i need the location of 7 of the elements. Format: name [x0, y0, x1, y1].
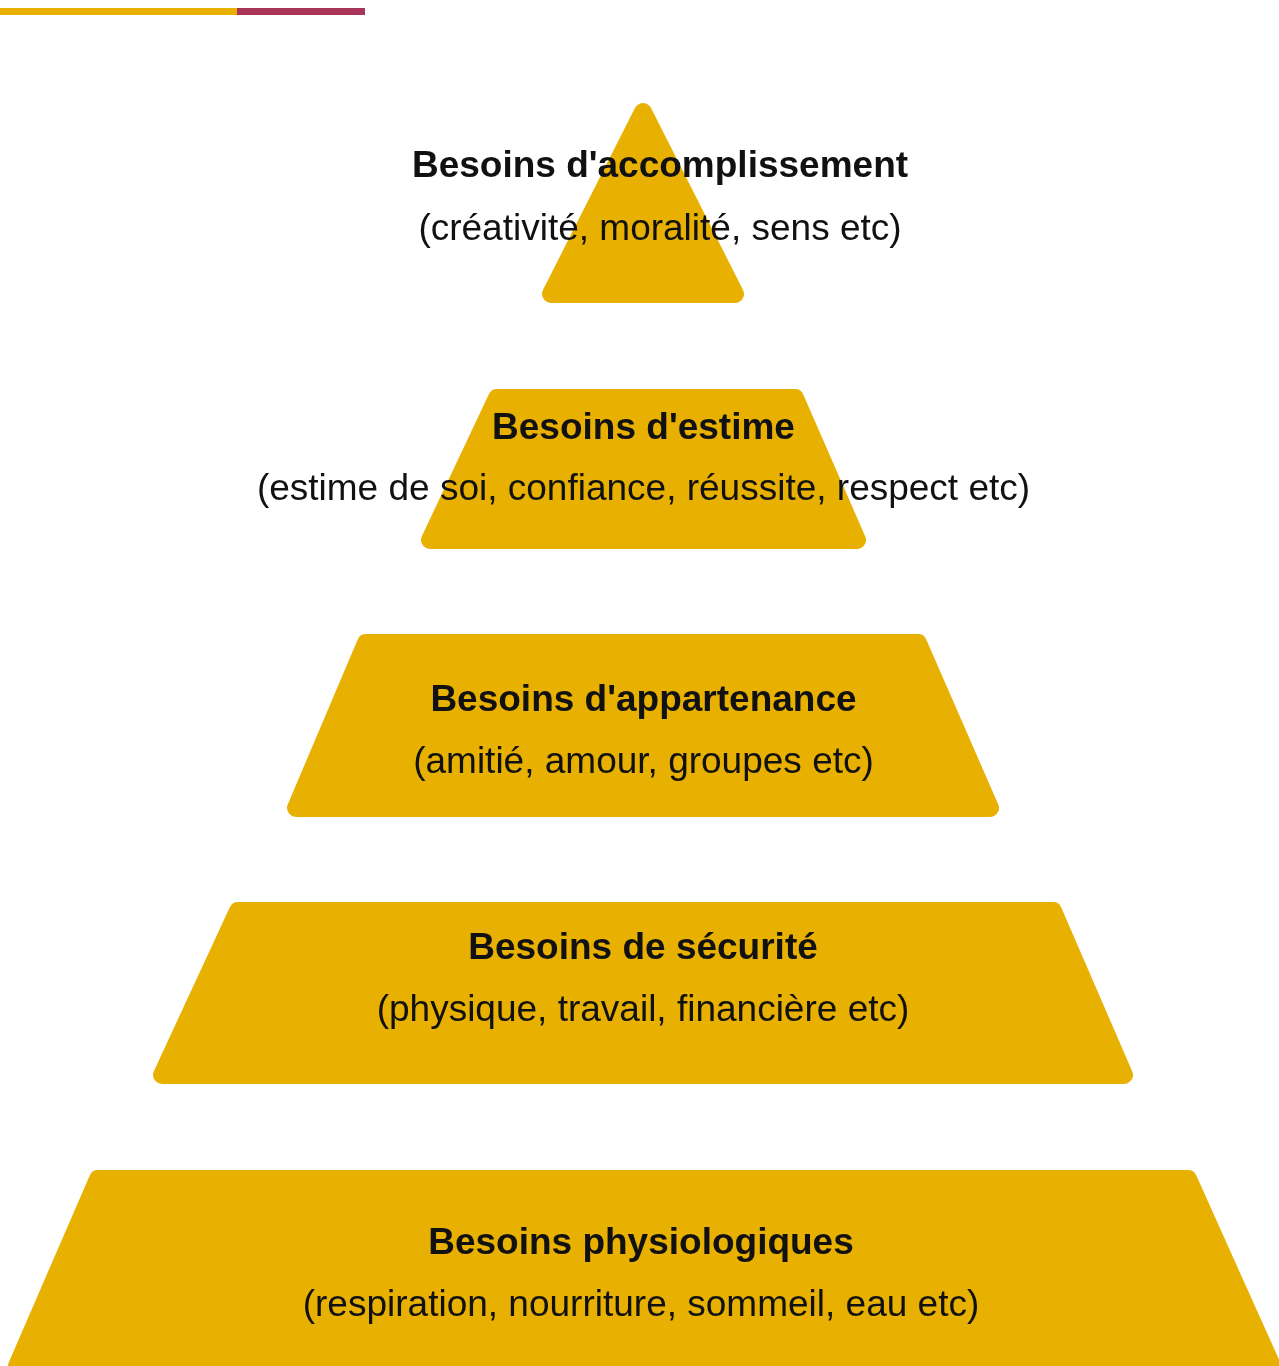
tier-heading: Besoins d'appartenance — [429, 677, 858, 721]
tier-description: (amitié, amour, groupes etc) — [412, 739, 875, 783]
tier-description: (respiration, nourriture, sommeil, eau etc) — [301, 1282, 981, 1326]
tier-heading: Besoins de sécurité — [467, 925, 819, 969]
tier-description: (physique, travail, financière etc) — [375, 987, 911, 1031]
tier-heading: Besoins physiologiques — [427, 1220, 855, 1264]
tier-heading: Besoins d'estime — [491, 405, 796, 449]
